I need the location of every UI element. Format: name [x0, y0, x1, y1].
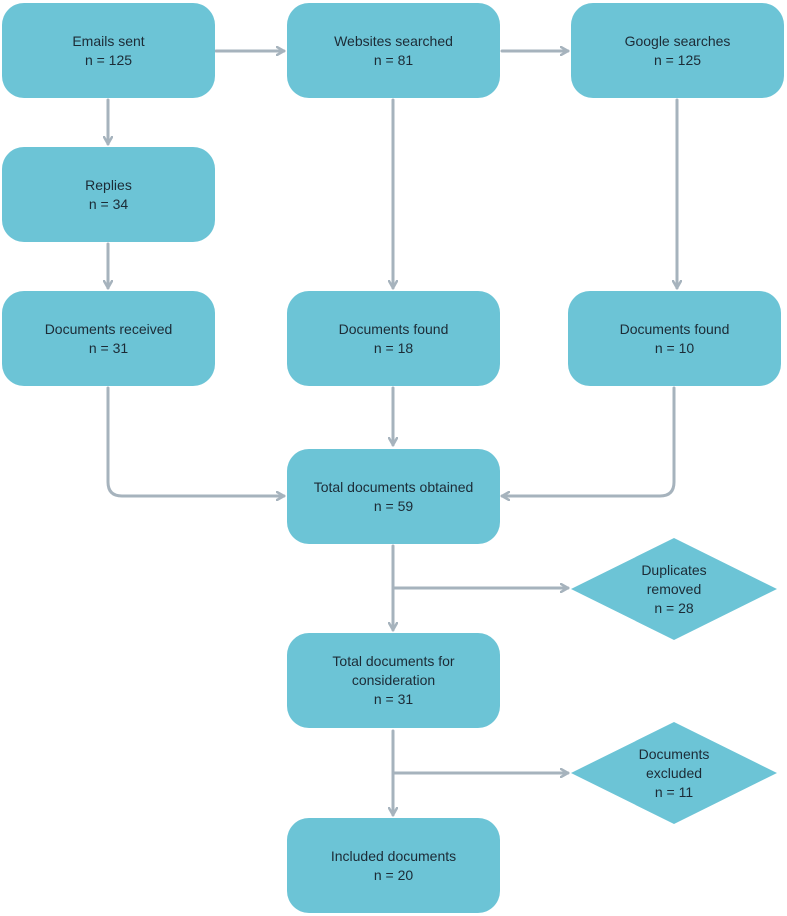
websites-searched-title: Websites searched — [334, 32, 453, 49]
documents-excluded-diamond: Documents excluded n = 11 — [571, 722, 777, 824]
diamond-shape — [571, 722, 777, 824]
total-documents-obtained-title: Total documents obtained — [313, 478, 474, 495]
replies-title: Replies — [85, 176, 132, 193]
consideration-line2: consideration — [351, 672, 436, 688]
consideration-line1: Total documents for — [332, 653, 455, 669]
documents-received-title: Documents received — [44, 320, 173, 337]
websites-searched-count: n = 81 — [373, 51, 414, 68]
total-documents-obtained-count: n = 59 — [373, 497, 414, 514]
documents-found-web-box: Documents found n = 18 — [287, 291, 500, 386]
documents-received-box: Documents received n = 31 — [2, 291, 215, 386]
arrow-google-found-to-total — [500, 386, 676, 496]
included-documents-title: Included documents — [330, 847, 457, 864]
google-searches-box: Google searches n = 125 — [571, 3, 784, 98]
websites-searched-box: Websites searched n = 81 — [287, 3, 500, 98]
emails-sent-title: Emails sent — [72, 32, 145, 49]
excluded-count: n = 11 — [654, 783, 694, 800]
google-searches-count: n = 125 — [653, 51, 702, 68]
documents-found-web-count: n = 18 — [373, 339, 414, 356]
excluded-line1: Documents — [638, 745, 710, 762]
duplicates-line1: Duplicates — [641, 561, 707, 578]
documents-found-google-title: Documents found — [619, 320, 730, 337]
documents-found-google-box: Documents found n = 10 — [568, 291, 781, 386]
total-documents-obtained-box: Total documents obtained n = 59 — [287, 449, 500, 544]
excluded-line2: excluded — [645, 764, 703, 781]
replies-box: Replies n = 34 — [2, 147, 215, 242]
documents-found-google-count: n = 10 — [654, 339, 695, 356]
total-for-consideration-box: Total documents for consideration n = 31 — [287, 633, 500, 728]
duplicates-removed-diamond: Duplicates removed n = 28 — [571, 538, 777, 640]
replies-count: n = 34 — [88, 195, 129, 212]
diamond-shape — [571, 538, 777, 640]
arrow-received-to-total — [106, 386, 286, 496]
emails-sent-box: Emails sent n = 125 — [2, 3, 215, 98]
consideration-count: n = 31 — [373, 691, 414, 707]
included-documents-box: Included documents n = 20 — [287, 818, 500, 913]
duplicates-count: n = 28 — [654, 599, 694, 616]
included-documents-count: n = 20 — [373, 866, 414, 883]
documents-received-count: n = 31 — [88, 339, 129, 356]
emails-sent-count: n = 125 — [84, 51, 133, 68]
documents-found-web-title: Documents found — [338, 320, 449, 337]
google-searches-title: Google searches — [624, 32, 731, 49]
duplicates-line2: removed — [646, 580, 702, 597]
